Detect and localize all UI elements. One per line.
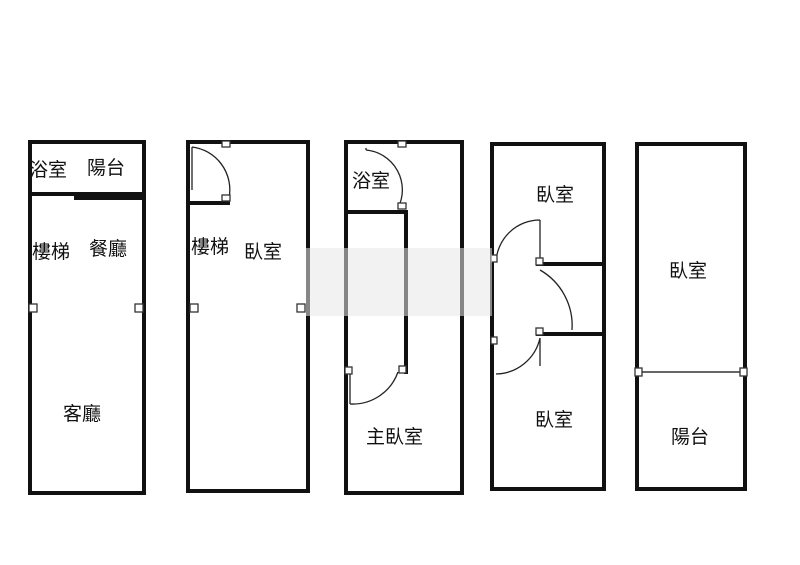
floor-1-label-balcony: 陽台 [87, 157, 126, 179]
floor-1-label-living: 客廳 [63, 403, 102, 425]
floor-1-label-bathroom: 浴室 [29, 159, 68, 181]
opening-marker [634, 367, 643, 377]
floor-5-label-balcony: 陽台 [671, 426, 710, 448]
floor-3-label-master-bedroom: 主臥室 [366, 426, 424, 448]
door-arc-f3-main [349, 371, 399, 405]
floor-1-label-dining: 餐廳 [89, 238, 128, 260]
floor-3-label-bathroom: 浴室 [352, 170, 391, 192]
door-arc-f4-top [495, 219, 541, 266]
opening-marker [535, 327, 544, 336]
floor-5-label-bedroom: 臥室 [669, 260, 708, 282]
opening-marker [28, 303, 38, 313]
opening-marker [739, 367, 748, 377]
opening-marker [398, 365, 407, 374]
watermark-smudge [306, 248, 492, 316]
opening-marker [397, 140, 407, 148]
opening-marker [535, 257, 544, 266]
opening-marker [344, 366, 353, 375]
opening-marker [189, 303, 199, 313]
floor-2-outline [186, 140, 310, 493]
floor-1-label-stairs: 樓梯 [32, 241, 71, 263]
door-arc-f3-bath [365, 148, 403, 209]
door-arc-f2 [191, 146, 231, 199]
floor-1-outline [28, 140, 146, 495]
floor-4-outline [490, 142, 606, 491]
opening-marker [296, 303, 306, 313]
floor-2-label-bedroom: 臥室 [244, 241, 283, 263]
floor-5-outline [635, 142, 747, 491]
opening-marker [134, 303, 144, 313]
opening-marker [221, 194, 231, 202]
door-arc-f4-mid [539, 269, 573, 331]
opening-marker [490, 336, 498, 345]
floor-4-label-bedroom-lower: 臥室 [535, 409, 574, 431]
door-arc-f4-low [495, 337, 541, 375]
floor-2-label-stairs: 樓梯 [191, 236, 230, 258]
opening-marker [397, 202, 407, 210]
opening-marker [221, 140, 231, 148]
floor-4-label-bedroom-upper: 臥室 [536, 184, 575, 206]
